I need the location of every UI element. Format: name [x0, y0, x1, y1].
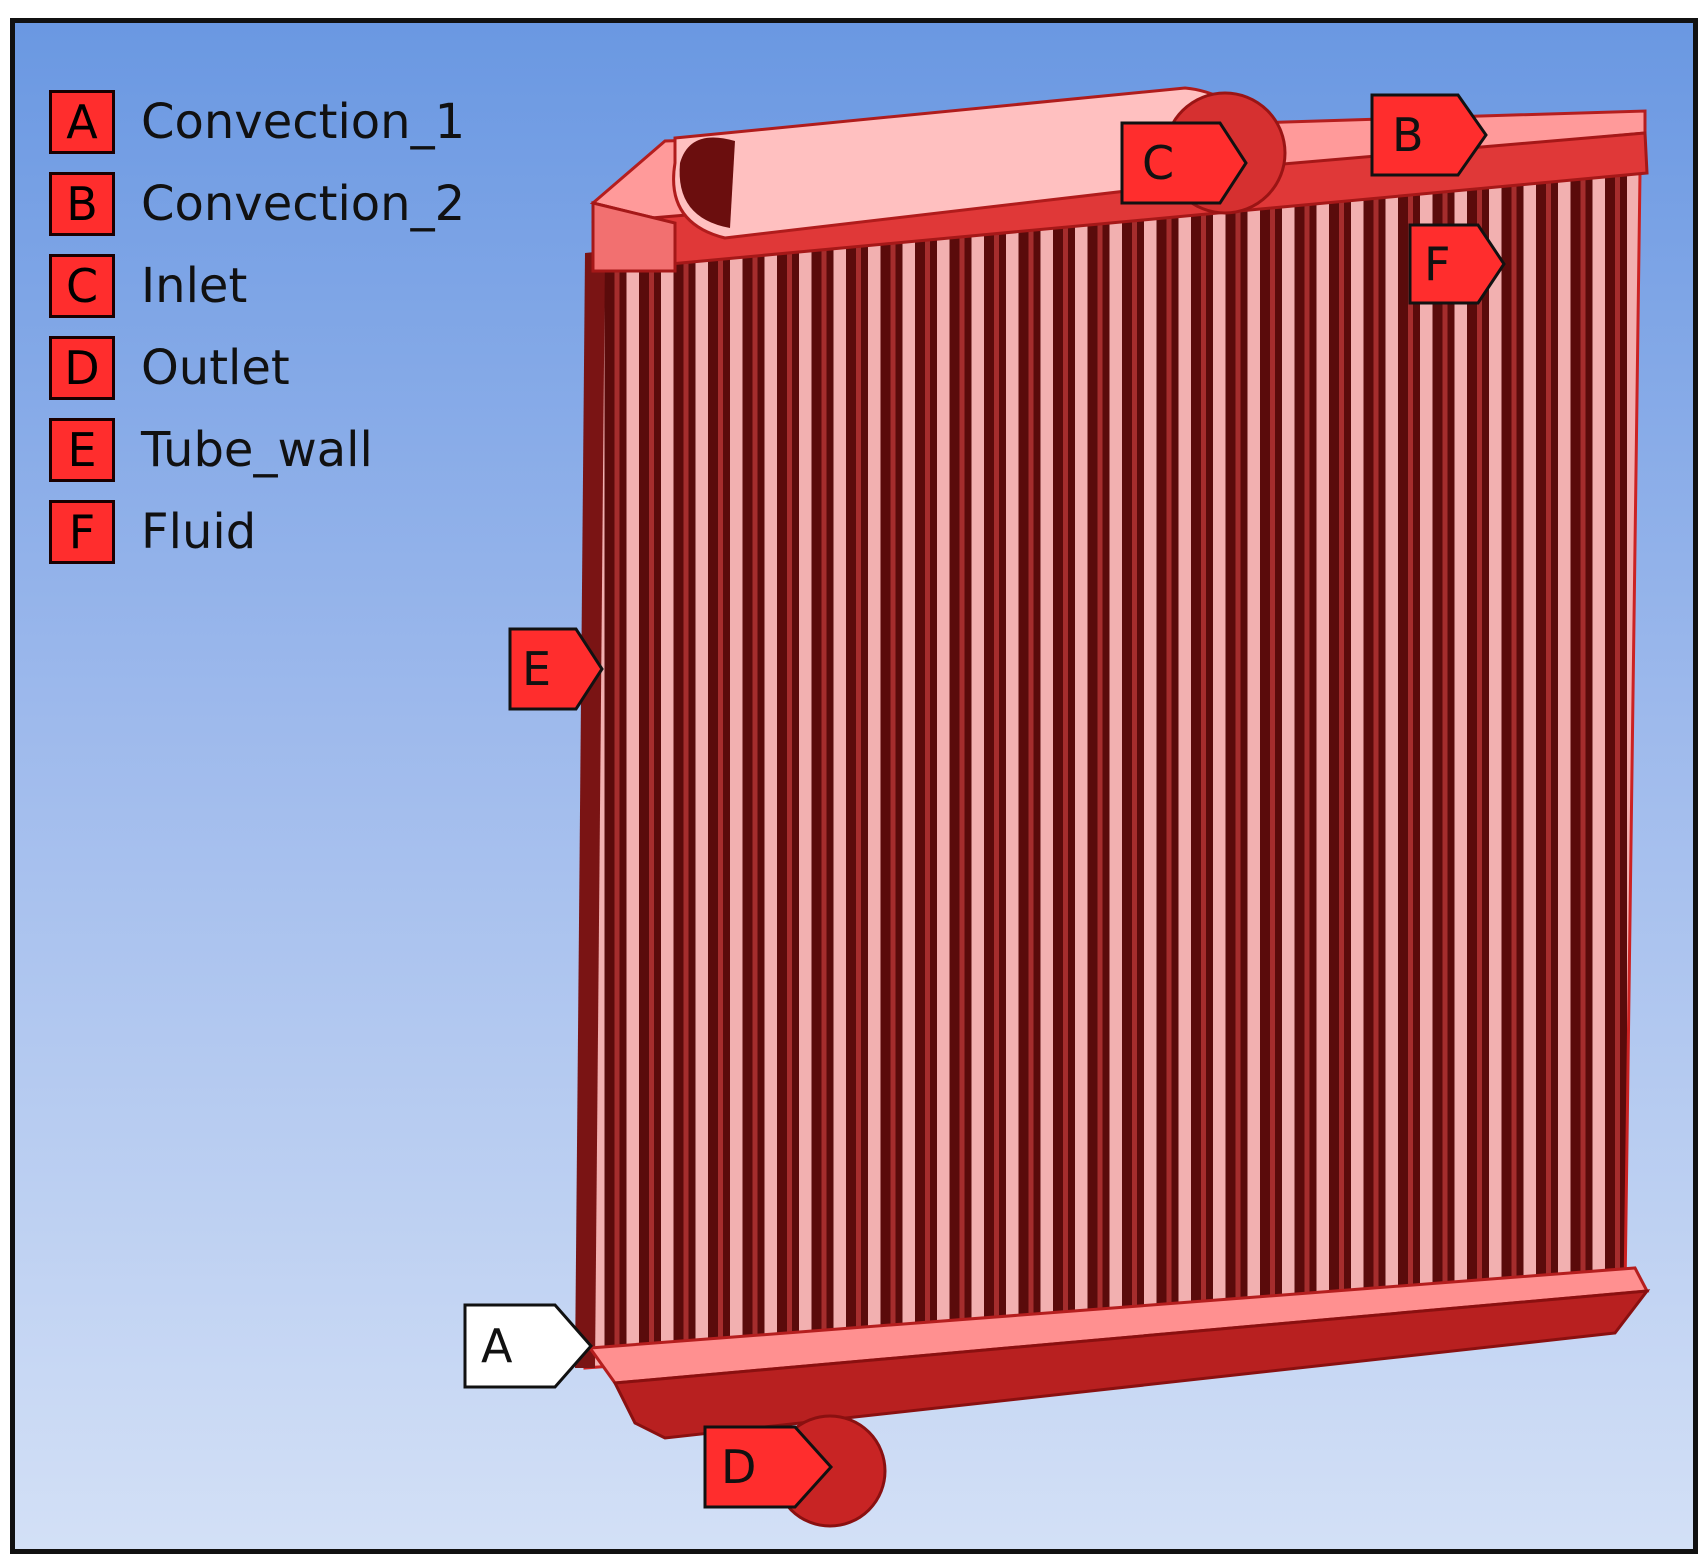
legend-label-a: Convection_1 [141, 94, 466, 150]
legend-key-c: C [49, 254, 115, 318]
legend-item-a[interactable]: A Convection_1 [49, 81, 465, 163]
legend-label-d: Outlet [141, 340, 290, 396]
top-header-end [591, 201, 677, 273]
callout-tag-f-label: F [1424, 237, 1451, 291]
legend-label-e: Tube_wall [141, 422, 373, 478]
callout-tag-e[interactable]: E [508, 627, 606, 711]
callout-tag-d-label: D [721, 1440, 757, 1494]
legend-item-e[interactable]: E Tube_wall [49, 409, 465, 491]
callout-tag-f[interactable]: F [1408, 223, 1508, 305]
callout-tag-c[interactable]: C [1120, 121, 1250, 205]
callout-tag-e-label: E [522, 642, 552, 696]
legend-key-f: F [49, 500, 115, 564]
callout-tag-b[interactable]: B [1370, 93, 1490, 177]
legend-label-f: Fluid [141, 504, 257, 560]
legend-label-c: Inlet [141, 258, 248, 314]
heat-exchanger-model[interactable] [15, 23, 1698, 1554]
legend-item-c[interactable]: C Inlet [49, 245, 465, 327]
legend-item-f[interactable]: F Fluid [49, 491, 465, 573]
callout-tag-b-label: B [1392, 108, 1424, 162]
tube-core-side [575, 251, 605, 1368]
named-selection-legend: A Convection_1 B Convection_2 C Inlet D … [49, 81, 465, 573]
callout-tag-a-label: A [481, 1319, 513, 1373]
graphics-viewport[interactable]: A Convection_1 B Convection_2 C Inlet D … [10, 18, 1698, 1554]
legend-label-b: Convection_2 [141, 176, 466, 232]
callout-tag-c-label: C [1142, 136, 1175, 190]
legend-key-d: D [49, 336, 115, 400]
legend-item-d[interactable]: D Outlet [49, 327, 465, 409]
callout-tag-a[interactable]: A [463, 1303, 595, 1389]
legend-key-b: B [49, 172, 115, 236]
tube-core [583, 171, 1642, 1370]
callout-tag-d[interactable]: D [703, 1425, 835, 1509]
legend-item-b[interactable]: B Convection_2 [49, 163, 465, 245]
bottom-header-front [612, 1289, 1651, 1440]
legend-key-e: E [49, 418, 115, 482]
legend-key-a: A [49, 90, 115, 154]
